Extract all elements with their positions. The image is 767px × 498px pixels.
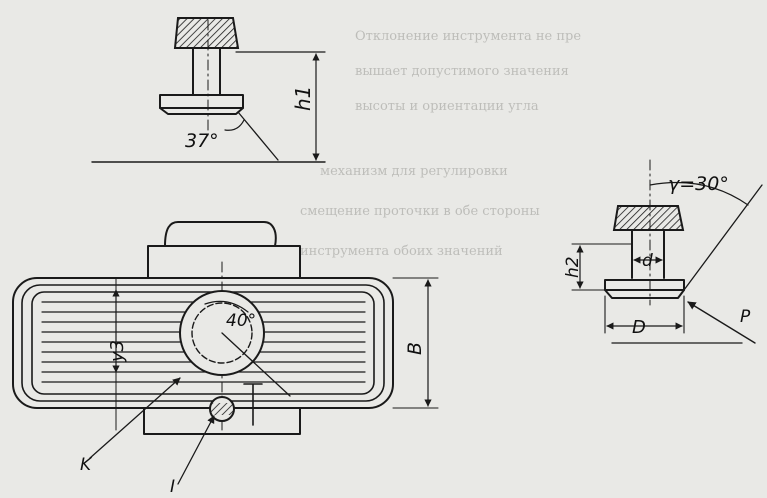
plan-outer-frame [12, 277, 394, 409]
angle-37-leader [237, 111, 279, 161]
top-cutter-flange [159, 94, 244, 109]
bleed-line-1: Отклонение инструмента не пре [355, 29, 581, 44]
angle-37-label: 37° [185, 130, 219, 152]
bleed-line-5: смещение проточки в обе стороны [300, 204, 540, 219]
plan-inner-frame [31, 291, 375, 395]
plan-top-cap [164, 221, 277, 247]
I-leader [177, 415, 215, 485]
P-force-arrow [687, 301, 756, 344]
h2-label: h2 [563, 256, 583, 278]
angle-40-label: 40° [226, 311, 256, 331]
angle-40-ray [221, 332, 291, 397]
gamma-30-label: γ=30° [668, 173, 729, 195]
right-cutter-view: γ=30° h2 d D P [563, 159, 763, 344]
bleed-line-6: инструмента обоих значений [300, 244, 503, 259]
right-cutter-head [612, 205, 685, 231]
right-cutter-stem [631, 229, 665, 279]
K-leader [89, 377, 181, 459]
bleed-line-4: механизм для регулировки [320, 164, 508, 179]
angle-40-arc [204, 300, 249, 313]
P-label: P [740, 307, 751, 327]
plan-screw-bracket [243, 383, 263, 426]
top-cutter-stem [192, 47, 221, 96]
d-label: d [642, 251, 653, 271]
top-cutter-tip [159, 107, 244, 115]
I-label: I [170, 477, 175, 497]
top-cutter-view: h1 37° [91, 17, 326, 163]
bleed-through-text: Отклонение инструмента не пре вышает доп… [300, 29, 581, 259]
plan-disc-inner [191, 302, 253, 364]
bleed-line-2: вышает допустимого значения [355, 64, 569, 79]
gamma-leader [683, 184, 763, 291]
plan-view: 40° y3 B K I [12, 221, 439, 497]
plan-pin-hatch [211, 403, 233, 415]
bleed-line-3: высоты и ориентации угла [355, 99, 539, 114]
K-label: K [80, 455, 93, 475]
h1-label: h1 [291, 86, 315, 111]
plan-lower-block [143, 407, 301, 435]
gamma-arc [649, 181, 749, 206]
y3-label: y3 [107, 340, 128, 363]
right-cutter-tip [604, 289, 685, 299]
right-cutter-flange [604, 279, 685, 291]
top-cutter-head [173, 17, 240, 49]
D-label: D [632, 317, 646, 338]
angle-37-arc [224, 119, 245, 131]
plan-mid-frame [21, 284, 385, 402]
plan-upper-block [147, 245, 301, 279]
B-label: B [404, 342, 426, 355]
